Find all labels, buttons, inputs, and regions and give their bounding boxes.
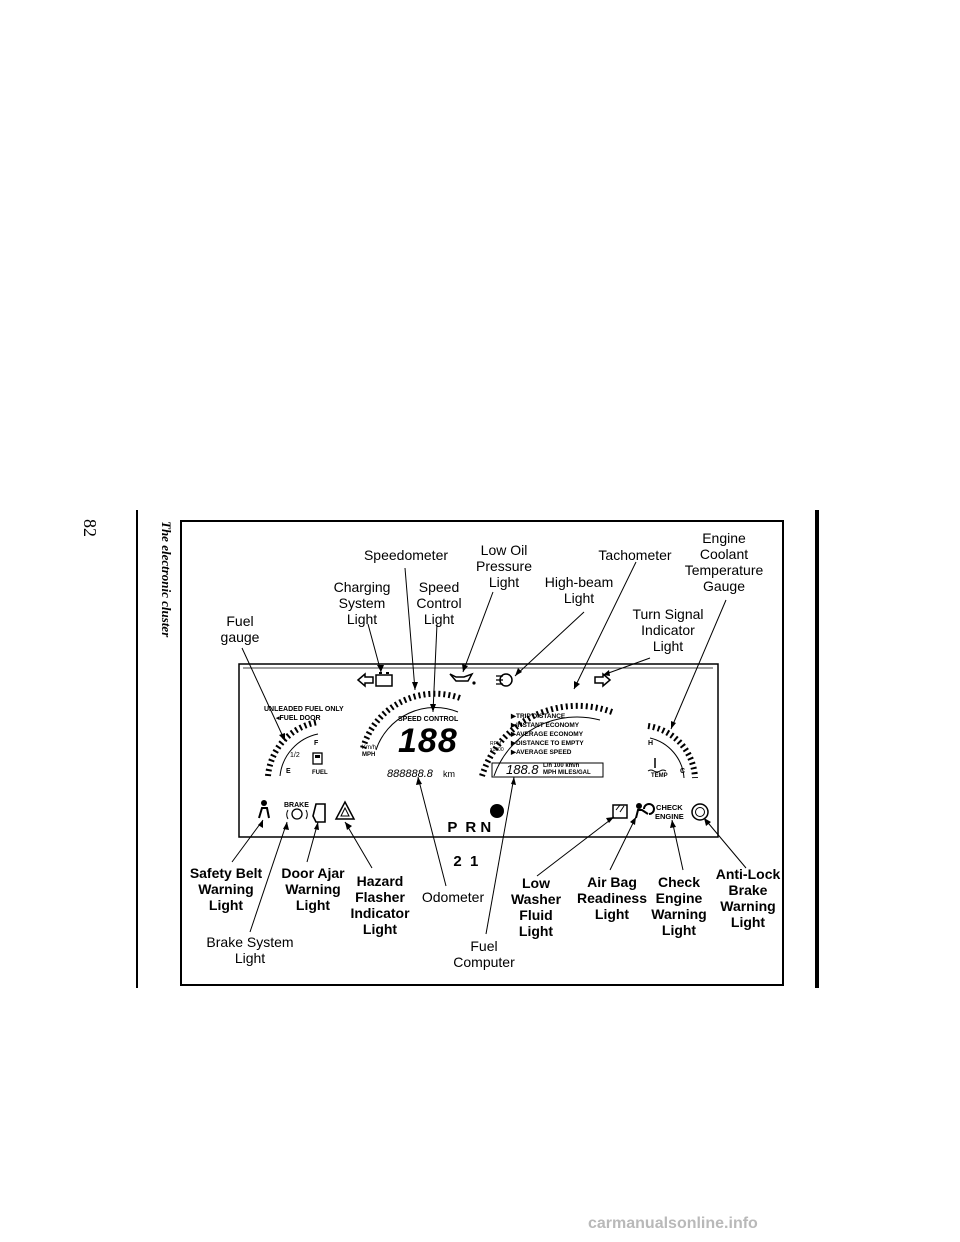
- gear-d-circle: [490, 804, 504, 818]
- fuel-half-label: 1/2: [290, 752, 300, 759]
- gear-indicator: P R N D 2 1: [439, 802, 491, 870]
- computer-digits: 188.8: [506, 762, 539, 777]
- cluster-panel: [238, 663, 719, 838]
- temp-h-label: H: [648, 740, 654, 747]
- coolant-temp-icon: [647, 758, 667, 773]
- tachometer-arc: [479, 702, 614, 777]
- label-check-engine: Check Engine Warning Light: [651, 874, 707, 938]
- temp-c-label: C: [680, 768, 686, 775]
- fuel-door-text: ◂FUEL DOOR: [276, 715, 321, 722]
- odometer-digits: 888888.8: [387, 768, 433, 780]
- label-low-oil: Low Oil Pressure Light: [475, 542, 533, 590]
- divider-left: [136, 510, 138, 988]
- hazard-icon: [334, 800, 356, 820]
- trip-item: ▶TRIP DISTANCE: [511, 713, 566, 720]
- gear-d: D: [451, 838, 460, 850]
- fuel-e-label: E: [286, 768, 291, 775]
- label-speed-control: Speed Control Light: [416, 579, 462, 627]
- leader-lines: [231, 561, 747, 935]
- trip-menu: ▶TRIP DISTANCE ▶INSTANT ECONOMY ▶AVERAGE…: [511, 712, 584, 757]
- air-bag-icon: [635, 803, 655, 819]
- trip-item: ▶AVERAGE ECONOMY: [511, 731, 584, 738]
- speed-control-text: SPEED CONTROL: [398, 716, 459, 723]
- fuel-f-label: F: [314, 740, 319, 747]
- fuel-computer-box: [491, 762, 604, 778]
- door-ajar-icon: [312, 803, 326, 823]
- label-fuel-gauge: Fuel gauge: [220, 613, 260, 645]
- figure-frame: [180, 520, 784, 986]
- temp-gauge-arc: [647, 723, 698, 779]
- footer-watermark: carmanualsonline.info: [588, 1215, 758, 1232]
- label-tachometer: Tachometer: [598, 547, 672, 563]
- check-engine-text: CHECK ENGINE: [655, 803, 684, 821]
- oil-can-icon: [449, 672, 476, 685]
- rpm-label: RPM x1000: [490, 741, 504, 753]
- label-engine-coolant: Engine Coolant Temperature Gauge: [684, 530, 764, 594]
- odometer-unit: km: [443, 769, 455, 779]
- trip-item: ▶DISTANCE TO EMPTY: [511, 740, 584, 747]
- label-high-beam: High-beam Light: [544, 574, 614, 606]
- turn-left-icon: [356, 672, 374, 688]
- speedometer-arc: [360, 690, 461, 749]
- gear-21: 2 1: [453, 853, 479, 870]
- trip-item: ▶AVERAGE SPEED: [511, 749, 572, 756]
- trip-item: ▶INSTANT ECONOMY: [511, 722, 580, 729]
- label-turn-signal: Turn Signal Indicator Light: [632, 606, 704, 654]
- label-door-ajar: Door Ajar Warning Light: [281, 865, 345, 913]
- label-low-washer: Low Washer Fluid Light: [510, 875, 562, 939]
- label-safety-belt: Safety Belt Warning Light: [189, 865, 263, 913]
- abs-icon: [691, 803, 709, 821]
- divider-right: [815, 510, 819, 988]
- computer-units: L/h 100 km/h MPH MILES/GAL: [543, 763, 591, 776]
- speed-digits: 188: [398, 722, 458, 760]
- label-air-bag: Air Bag Readiness Light: [576, 874, 648, 922]
- high-beam-icon: [496, 673, 513, 687]
- gear-prn: P R N: [447, 819, 492, 836]
- label-odometer: Odometer: [421, 889, 485, 905]
- label-anti-lock: Anti-Lock Brake Warning Light: [715, 866, 781, 930]
- fuel-word: FUEL: [312, 770, 328, 776]
- fuel-gauge-arc: [265, 719, 319, 777]
- label-charging: Charging System Light: [333, 579, 391, 627]
- brake-text: BRAKE: [284, 802, 309, 809]
- brake-system-icon: [286, 808, 308, 820]
- temp-word: TEMP: [651, 773, 668, 779]
- washer-fluid-icon: [612, 804, 628, 819]
- leader-arrowheads: [258, 664, 711, 830]
- unleaded-text: UNLEADED FUEL ONLY: [264, 706, 344, 713]
- mph-label: MPH: [362, 752, 376, 758]
- kmh-label: Km/h: [362, 745, 377, 751]
- label-brake-system: Brake System Light: [206, 934, 294, 966]
- label-hazard: Hazard Flasher Indicator Light: [350, 873, 410, 937]
- turn-right-icon: [594, 672, 612, 688]
- label-speedometer: Speedometer: [363, 547, 449, 563]
- battery-icon: [375, 672, 393, 687]
- safety-belt-icon: [258, 800, 270, 819]
- fuel-pump-icon: [312, 752, 323, 765]
- label-fuel-computer: Fuel Computer: [453, 938, 515, 970]
